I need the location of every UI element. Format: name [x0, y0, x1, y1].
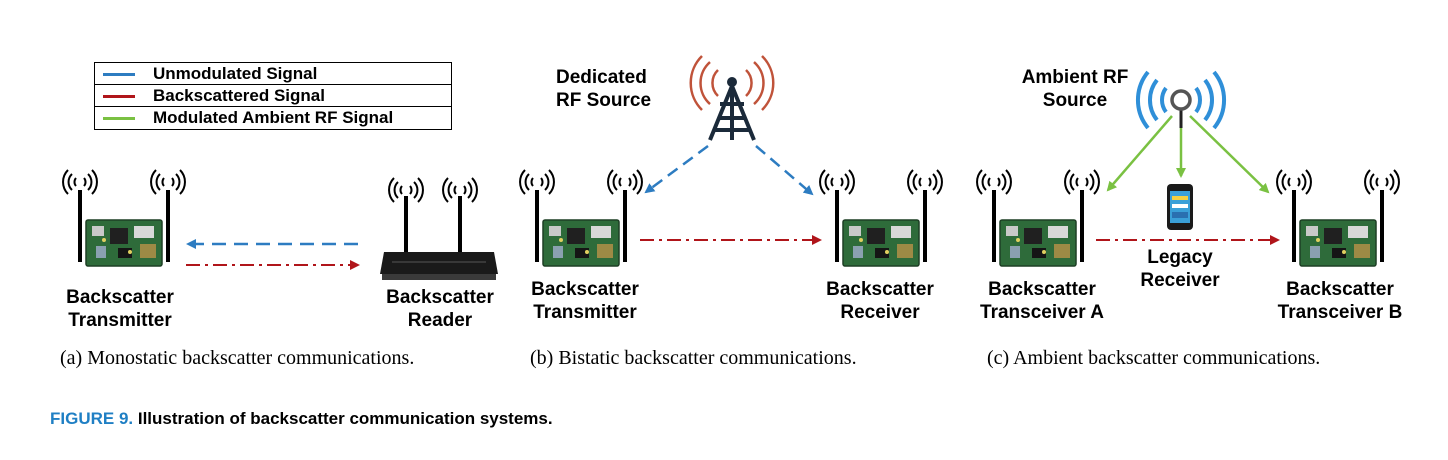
- caption-a: (a) Monostatic backscatter communication…: [60, 347, 415, 369]
- bistatic-receiver-board-icon: [820, 170, 942, 266]
- legend-swatch-backscattered: [103, 95, 135, 98]
- label-line: Transceiver B: [1277, 302, 1403, 323]
- router-icon: [380, 177, 498, 280]
- label-line: Transceiver A: [980, 302, 1104, 323]
- label-line: Transmitter: [68, 310, 172, 331]
- panel-a: [63, 170, 498, 280]
- unmodulated-arrow-b-left: [644, 144, 709, 194]
- legend-swatch-ambient: [103, 117, 135, 120]
- bistatic-transmitter-board-icon: [520, 170, 642, 266]
- label-legacy-receiver: Legacy Receiver: [1110, 246, 1250, 292]
- legend-row-ambient: Modulated Ambient RF Signal: [95, 107, 451, 129]
- figure-caption: FIGURE 9. Illustration of backscatter co…: [50, 409, 553, 429]
- label-backscatter-transceiver-b: Backscatter Transceiver B: [1260, 278, 1420, 324]
- label-backscatter-transceiver-a: Backscatter Transceiver A: [962, 278, 1122, 324]
- label-line: Receiver: [840, 302, 920, 323]
- figure-title: Illustration of backscatter communicatio…: [137, 409, 553, 428]
- label-line: Dedicated: [556, 67, 647, 88]
- transceiver-a-board-icon: [977, 170, 1099, 266]
- label-backscatter-reader: Backscatter Reader: [360, 286, 520, 332]
- ambient-arrow-left: [1106, 115, 1173, 192]
- ambient-arrow-right: [1189, 115, 1270, 194]
- legend: Unmodulated Signal Backscattered Signal …: [94, 62, 452, 130]
- figure-number: FIGURE 9.: [50, 409, 134, 428]
- label-line: Backscatter: [1286, 279, 1394, 300]
- legend-row-backscattered: Backscattered Signal: [95, 85, 451, 107]
- label-line: Backscatter: [386, 287, 494, 308]
- unmodulated-arrow-b-right: [755, 145, 814, 196]
- label-dedicated-rf-source: Dedicated RF Source: [556, 66, 696, 112]
- legend-label-unmodulated: Unmodulated Signal: [153, 64, 318, 83]
- panel-b: [520, 55, 942, 266]
- label-line: Backscatter: [988, 279, 1096, 300]
- transmitter-board-icon: [63, 170, 185, 266]
- label-line: Source: [1042, 90, 1108, 111]
- label-line: Legacy: [1147, 247, 1213, 268]
- smartphone-icon: [1167, 184, 1193, 230]
- label-line: Transmitter: [533, 302, 637, 323]
- tower-icon: [689, 55, 775, 141]
- label-backscatter-transmitter-b: Backscatter Transmitter: [505, 278, 665, 324]
- legend-row-unmodulated: Unmodulated Signal: [95, 63, 451, 85]
- label-line: RF Source: [556, 90, 652, 111]
- transceiver-b-board-icon: [1277, 170, 1399, 266]
- caption-c: (c) Ambient backscatter communications.: [987, 347, 1321, 369]
- label-line: Backscatter: [826, 279, 934, 300]
- legend-label-backscattered: Backscattered Signal: [153, 86, 325, 105]
- label-line: Ambient RF: [1021, 67, 1129, 88]
- label-line: Backscatter: [66, 287, 174, 308]
- ambient-source-icon: [1136, 70, 1226, 130]
- label-line: Receiver: [1140, 270, 1220, 291]
- caption-b: (b) Bistatic backscatter communications.: [530, 347, 857, 369]
- legend-label-ambient: Modulated Ambient RF Signal: [153, 108, 394, 127]
- label-backscatter-transmitter-a: Backscatter Transmitter: [40, 286, 200, 332]
- label-line: Reader: [407, 310, 473, 331]
- panel-c: [977, 70, 1399, 266]
- label-ambient-rf-source: Ambient RF Source: [1010, 66, 1140, 112]
- legend-swatch-unmodulated: [103, 73, 135, 76]
- label-backscatter-receiver: Backscatter Receiver: [800, 278, 960, 324]
- label-line: Backscatter: [531, 279, 639, 300]
